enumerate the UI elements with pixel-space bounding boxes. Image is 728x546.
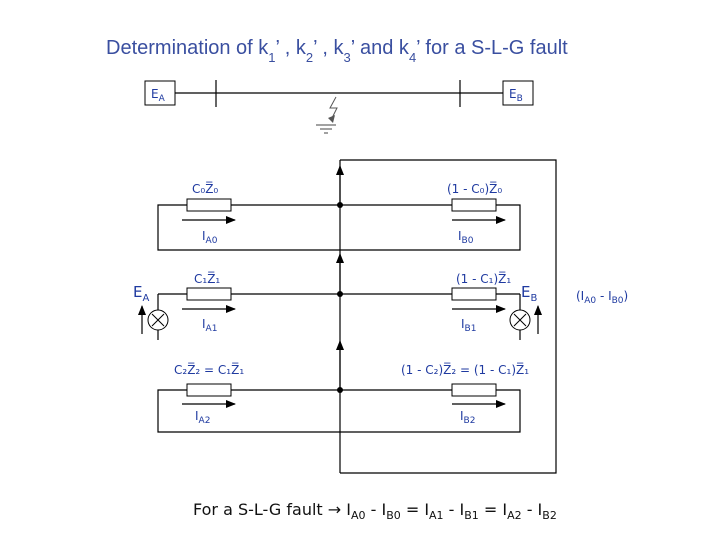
pos-left-imp-label: C₁Z̅₁ [194,271,220,286]
pos-right-impedance [451,287,497,301]
zero-left-impedance [186,198,232,212]
fault-symbol-icon [316,96,338,134]
neg-right-imp-label: (1 - C₂)Z̅₂ = (1 - C₁)Z̅₁ [401,362,529,377]
slide-title: Determination of k1’ , k2’ , k3’ and k4’… [106,37,568,65]
sequence-network [138,159,557,474]
zero-right-impedance [451,198,497,212]
source-b-box [502,80,534,106]
return-current-label: (IA0 - IB0) [576,289,628,306]
ia0-label: IA0 [202,229,218,246]
system-single-line: EA EB [144,80,534,134]
zero-right-imp-label: (1 - C₀)Z̅₀ [447,181,502,196]
zero-seq-loop [157,204,521,251]
neg-seq-loop [157,389,521,433]
junction-neg [337,387,343,393]
ea-source-label: EA [133,283,149,304]
ia1-label: IA1 [202,317,217,334]
neg-left-imp-label: C₂Z̅₂ = C₁Z̅₁ [174,362,244,377]
ib2-label: IB2 [460,409,475,426]
source-a-box [144,80,176,106]
source-eb-icon [509,305,542,340]
ia2-label: IA2 [195,409,210,426]
ib1-label: IB1 [461,317,476,334]
source-ea-icon [138,305,169,340]
junction-zero [337,202,343,208]
source-a-label: EA [151,87,166,104]
return-path [340,159,557,474]
source-b-label: EB [509,87,523,104]
neg-left-impedance [186,383,232,397]
pos-left-impedance [186,287,232,301]
eb-source-label: EB [521,283,537,304]
neg-right-impedance [451,383,497,397]
zero-left-imp-label: C₀Z̅₀ [192,181,218,196]
junction-pos [337,291,343,297]
footer-equation: For a S-L-G fault → IA0 - IB0 = IA1 - IB… [193,500,557,522]
pos-right-imp-label: (1 - C₁)Z̅₁ [456,271,511,286]
ib0-label: IB0 [458,229,474,246]
